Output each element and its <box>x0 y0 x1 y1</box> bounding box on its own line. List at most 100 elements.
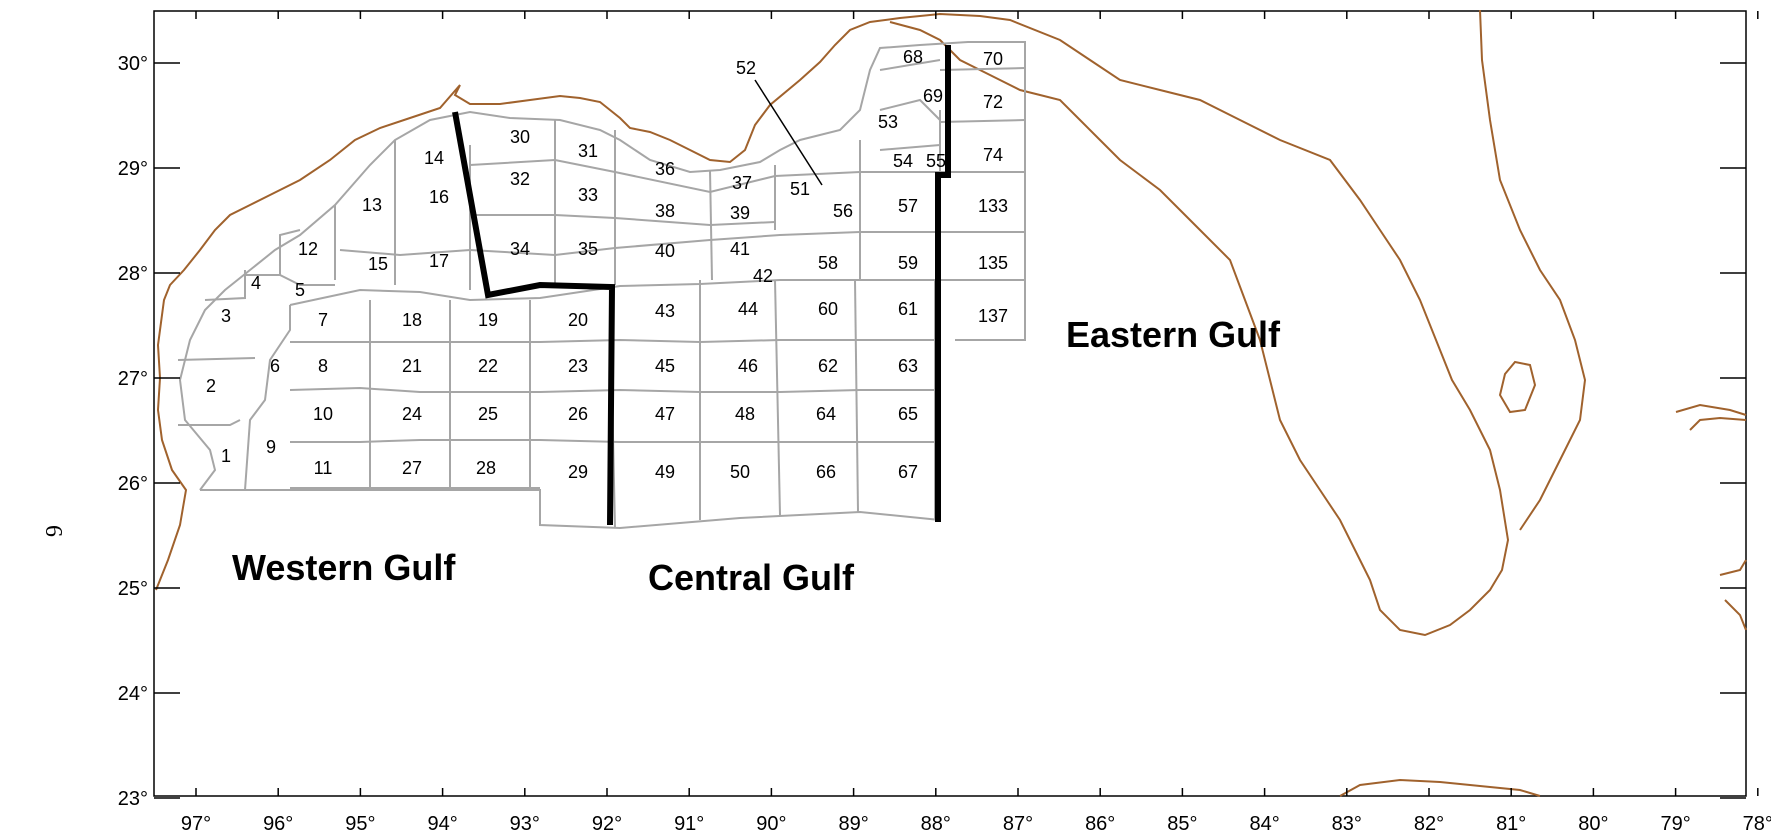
area-label-31: 31 <box>578 141 598 161</box>
planning-area-boundaries <box>452 45 951 526</box>
area-label-55: 55 <box>926 151 946 171</box>
area-label-53: 53 <box>878 112 898 132</box>
page-number-mark: 6 <box>40 525 66 537</box>
area-label-35: 35 <box>578 239 598 259</box>
lon-tick-label: 94° <box>427 813 457 835</box>
area-label-30: 30 <box>510 127 530 147</box>
area-label-14: 14 <box>424 148 444 168</box>
area-label-10: 10 <box>313 404 333 424</box>
area-label-13: 13 <box>362 195 382 215</box>
area-label-62: 62 <box>818 356 838 376</box>
area-label-52: 52 <box>736 58 756 78</box>
lon-tick-label: 84° <box>1249 813 1279 835</box>
lon-tick-label: 86° <box>1085 813 1115 835</box>
region-label-central: Central Gulf <box>648 557 855 598</box>
area-label-37: 37 <box>732 173 752 193</box>
area-label-26: 26 <box>568 404 588 424</box>
lat-tick-label: 27° <box>118 368 148 390</box>
area-label-58: 58 <box>818 253 838 273</box>
area-label-50: 50 <box>730 462 750 482</box>
lon-tick-label: 87° <box>1003 813 1033 835</box>
area-label-20: 20 <box>568 310 588 330</box>
area-label-32: 32 <box>510 169 530 189</box>
area-label-1: 1 <box>221 446 231 466</box>
area-label-25: 25 <box>478 404 498 424</box>
area-label-69: 69 <box>923 86 943 106</box>
area-label-72: 72 <box>983 92 1003 112</box>
area-label-61: 61 <box>898 299 918 319</box>
area-label-74: 74 <box>983 145 1003 165</box>
area-label-16: 16 <box>429 187 449 207</box>
lat-tick-label: 30° <box>118 53 148 75</box>
area-label-7: 7 <box>318 310 328 330</box>
area-label-24: 24 <box>402 404 422 424</box>
area-label-64: 64 <box>816 404 836 424</box>
lon-tick-label: 80° <box>1578 813 1608 835</box>
area-label-45: 45 <box>655 356 675 376</box>
area-label-46: 46 <box>738 356 758 376</box>
lon-tick-label: 82° <box>1414 813 1444 835</box>
area-label-38: 38 <box>655 201 675 221</box>
area-label-39: 39 <box>730 203 750 223</box>
area-label-29: 29 <box>568 462 588 482</box>
area-label-60: 60 <box>818 299 838 319</box>
area-label-15: 15 <box>368 254 388 274</box>
lon-tick-label: 95° <box>345 813 375 835</box>
area-label-28: 28 <box>476 458 496 478</box>
area-label-137: 137 <box>978 306 1008 326</box>
area-label-5: 5 <box>295 280 305 300</box>
area-label-23: 23 <box>568 356 588 376</box>
area-label-48: 48 <box>735 404 755 424</box>
area-label-19: 19 <box>478 310 498 330</box>
coastline <box>155 9 1747 797</box>
lat-tick-label: 28° <box>118 263 148 285</box>
area-label-33: 33 <box>578 185 598 205</box>
area-label-34: 34 <box>510 239 530 259</box>
area-label-3: 3 <box>221 306 231 326</box>
area-label-22: 22 <box>478 356 498 376</box>
area-label-43: 43 <box>655 301 675 321</box>
area-label-59: 59 <box>898 253 918 273</box>
lon-tick-label: 90° <box>756 813 786 835</box>
lon-tick-label: 88° <box>921 813 951 835</box>
region-label-eastern: Eastern Gulf <box>1066 314 1281 355</box>
area-label-4: 4 <box>251 273 261 293</box>
area-label-133: 133 <box>978 196 1008 216</box>
area-label-42: 42 <box>753 266 773 286</box>
area-label-36: 36 <box>655 159 675 179</box>
area-label-54: 54 <box>893 151 913 171</box>
area-label-67: 67 <box>898 462 918 482</box>
lon-tick-label: 91° <box>674 813 704 835</box>
longitude-axis: 97°96°95°94°93°92°91°90°89°88°87°86°85°8… <box>181 11 1771 835</box>
area-label-6: 6 <box>270 356 280 376</box>
area-label-17: 17 <box>429 251 449 271</box>
lat-tick-label: 24° <box>118 683 148 705</box>
area-label-65: 65 <box>898 404 918 424</box>
area-label-49: 49 <box>655 462 675 482</box>
lon-tick-label: 85° <box>1167 813 1197 835</box>
lon-tick-label: 92° <box>592 813 622 835</box>
area-label-27: 27 <box>402 458 422 478</box>
lon-tick-label: 78° <box>1743 813 1771 835</box>
lon-tick-label: 81° <box>1496 813 1526 835</box>
area-label-40: 40 <box>655 241 675 261</box>
lat-tick-label: 29° <box>118 158 148 180</box>
region-label-western: Western Gulf <box>232 547 456 588</box>
area-label-47: 47 <box>655 404 675 424</box>
lon-tick-label: 79° <box>1660 813 1690 835</box>
lon-tick-label: 93° <box>510 813 540 835</box>
area-label-135: 135 <box>978 253 1008 273</box>
area-label-8: 8 <box>318 356 328 376</box>
map-frame <box>153 10 1747 797</box>
lon-tick-label: 97° <box>181 813 211 835</box>
area-labels: 1 2 3 4 5 6 7 8 9 10 11 12 13 14 15 16 1… <box>206 47 1008 482</box>
area-label-56: 56 <box>833 201 853 221</box>
area-label-18: 18 <box>402 310 422 330</box>
area-label-41: 41 <box>730 239 750 259</box>
lat-tick-label: 25° <box>118 578 148 600</box>
lat-tick-label: 26° <box>118 473 148 495</box>
area-label-66: 66 <box>816 462 836 482</box>
lon-tick-label: 89° <box>838 813 868 835</box>
lon-tick-label: 83° <box>1332 813 1362 835</box>
